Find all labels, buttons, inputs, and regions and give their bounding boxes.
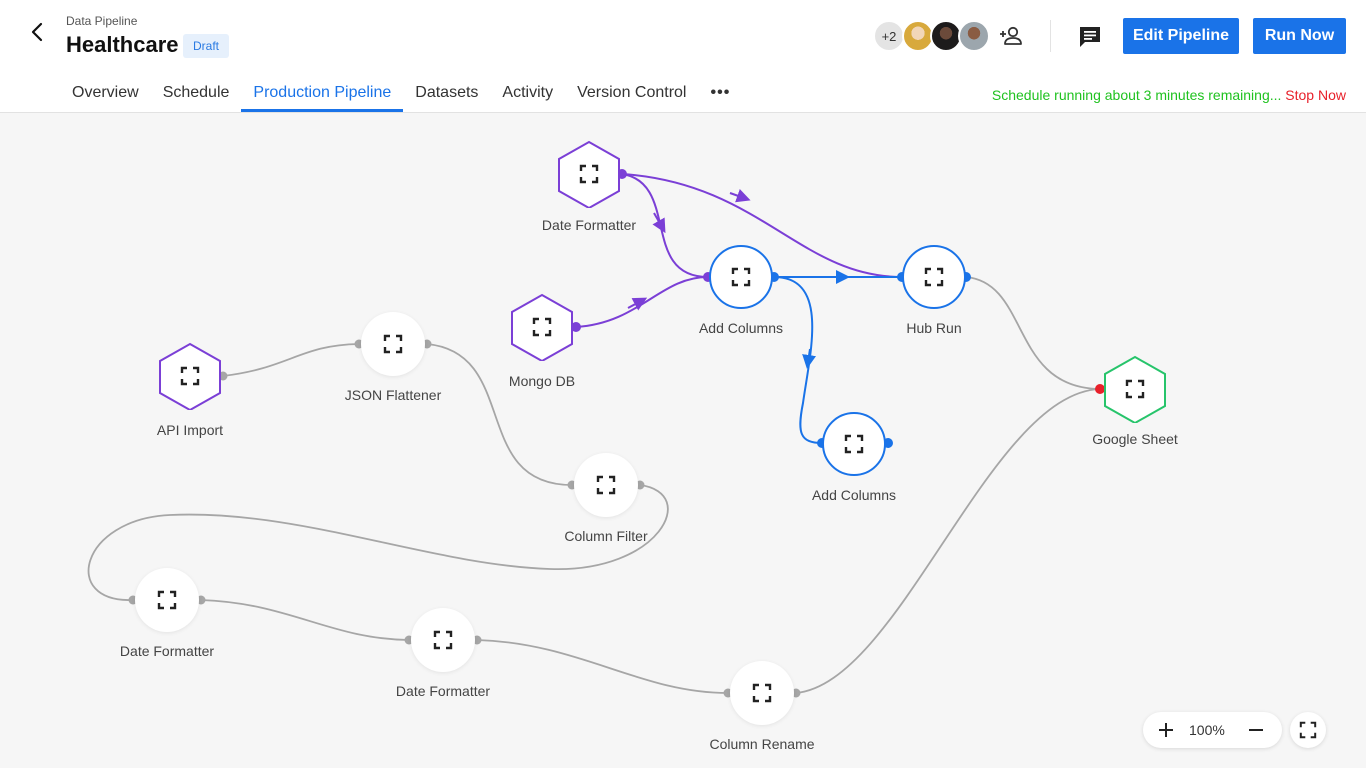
zoom-controls: 100% bbox=[1143, 712, 1282, 748]
expand-icon bbox=[924, 267, 944, 287]
edge-json-flattener-to-column-filter bbox=[426, 343, 573, 486]
tab-bar: Overview Schedule Production Pipeline Da… bbox=[60, 74, 738, 112]
pipeline-canvas[interactable]: Date Formatter Mongo DB API Import Googl… bbox=[0, 113, 1366, 768]
collaborator-avatars[interactable]: +2 bbox=[873, 20, 993, 52]
pipeline-edges bbox=[87, 169, 1105, 698]
schedule-status: Schedule running about 3 minutes remaini… bbox=[992, 87, 1346, 103]
node-date-formatter-top[interactable] bbox=[555, 140, 623, 208]
avatar[interactable] bbox=[902, 20, 934, 52]
edge-column-filter-to-date-formatter bbox=[87, 484, 669, 601]
connection-ports bbox=[128, 169, 1105, 698]
node-label: Add Columns bbox=[811, 487, 897, 503]
more-tabs-button[interactable]: ••• bbox=[710, 84, 731, 101]
node-json-flattener[interactable] bbox=[361, 312, 425, 376]
back-arrow-icon bbox=[31, 22, 43, 42]
header-divider-line bbox=[0, 112, 1366, 113]
node-label: Google Sheet bbox=[1092, 431, 1178, 447]
edge-date-formatter-to-column-rename bbox=[476, 639, 729, 694]
tab-activity[interactable]: Activity bbox=[502, 84, 554, 101]
node-date-formatter-mid[interactable] bbox=[411, 608, 475, 672]
add-user-button[interactable] bbox=[999, 24, 1025, 48]
avatar[interactable] bbox=[958, 20, 990, 52]
zoom-level: 100% bbox=[1189, 722, 1225, 738]
avatar[interactable] bbox=[930, 20, 962, 52]
node-label: API Import bbox=[156, 422, 224, 438]
node-label: JSON Flattener bbox=[344, 387, 442, 403]
node-hub-run[interactable] bbox=[902, 245, 966, 309]
expand-icon bbox=[157, 590, 177, 610]
edge-hub-run-to-google-sheet bbox=[965, 276, 1101, 390]
node-add-columns-2[interactable] bbox=[822, 412, 886, 476]
status-badge: Draft bbox=[183, 34, 230, 58]
tab-version-control[interactable]: Version Control bbox=[577, 84, 687, 101]
edge-api-import-to-json-flattener bbox=[222, 343, 360, 377]
expand-icon bbox=[1125, 379, 1145, 399]
node-label: Date Formatter bbox=[541, 217, 637, 233]
edge-mongo-db-to-add-columns bbox=[575, 276, 709, 328]
fullscreen-icon bbox=[1299, 721, 1317, 739]
run-now-button[interactable]: Run Now bbox=[1253, 18, 1346, 54]
stop-now-link[interactable]: Stop Now bbox=[1285, 87, 1346, 103]
tab-production-pipeline[interactable]: Production Pipeline bbox=[241, 74, 404, 112]
node-label: Hub Run bbox=[906, 320, 962, 336]
edge-add-columns-to-add-columns bbox=[773, 276, 823, 444]
back-button[interactable] bbox=[22, 18, 54, 46]
node-add-columns-1[interactable] bbox=[709, 245, 773, 309]
node-label: Date Formatter bbox=[119, 643, 215, 659]
edge-column-rename-to-google-sheet bbox=[795, 388, 1101, 694]
tab-schedule[interactable]: Schedule bbox=[162, 84, 230, 101]
node-label: Add Columns bbox=[698, 320, 784, 336]
expand-icon bbox=[579, 164, 599, 184]
more-avatars-count[interactable]: +2 bbox=[873, 20, 905, 52]
node-column-rename[interactable] bbox=[730, 661, 794, 725]
comments-button[interactable] bbox=[1077, 24, 1103, 50]
zoom-in-icon[interactable] bbox=[1157, 721, 1175, 739]
expand-icon bbox=[596, 475, 616, 495]
zoom-out-icon[interactable] bbox=[1247, 721, 1265, 739]
node-column-filter[interactable] bbox=[574, 453, 638, 517]
node-google-sheet[interactable] bbox=[1101, 355, 1169, 423]
node-label: Date Formatter bbox=[395, 683, 491, 699]
node-mongo-db[interactable] bbox=[508, 293, 576, 361]
edge-date-formatter-to-date-formatter bbox=[200, 599, 410, 641]
add-user-icon bbox=[1000, 26, 1022, 45]
schedule-status-text: Schedule running about 3 minutes remaini… bbox=[991, 87, 1282, 103]
page-title: Healthcare bbox=[66, 32, 179, 57]
expand-icon bbox=[844, 434, 864, 454]
edge-date-formatter-to-hub-run bbox=[621, 173, 903, 278]
node-label: Mongo DB bbox=[508, 373, 576, 389]
fit-to-screen-button[interactable] bbox=[1290, 712, 1326, 748]
breadcrumb[interactable]: Data Pipeline bbox=[66, 14, 138, 28]
expand-icon bbox=[752, 683, 772, 703]
expand-icon bbox=[180, 366, 200, 386]
tab-overview[interactable]: Overview bbox=[72, 84, 139, 101]
expand-icon bbox=[433, 630, 453, 650]
node-date-formatter-left[interactable] bbox=[135, 568, 199, 632]
node-api-import[interactable] bbox=[156, 342, 224, 410]
expand-icon bbox=[731, 267, 751, 287]
chat-icon bbox=[1080, 27, 1100, 47]
node-label: Column Rename bbox=[709, 736, 815, 752]
expand-icon bbox=[383, 334, 403, 354]
expand-icon bbox=[532, 317, 552, 337]
node-label: Column Filter bbox=[564, 528, 648, 544]
tab-datasets[interactable]: Datasets bbox=[415, 84, 479, 101]
header-divider bbox=[1050, 20, 1051, 52]
edit-pipeline-button[interactable]: Edit Pipeline bbox=[1123, 18, 1239, 54]
